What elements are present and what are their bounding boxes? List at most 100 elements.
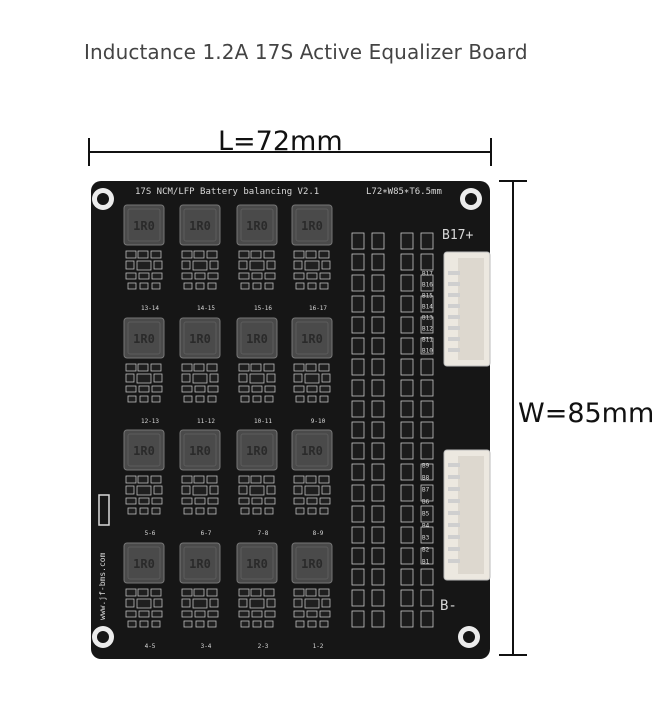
smd-component bbox=[125, 610, 137, 618]
resistor bbox=[400, 442, 414, 460]
smd-component bbox=[125, 250, 137, 259]
resistor bbox=[371, 463, 385, 481]
smd-component bbox=[194, 385, 206, 393]
resistor bbox=[351, 358, 365, 376]
resistor bbox=[420, 421, 434, 439]
smd-component bbox=[264, 610, 276, 618]
product-caption: Inductance 1.2A 17S Active Equalizer Boa… bbox=[84, 40, 528, 64]
smd-component bbox=[137, 475, 149, 484]
smd-component bbox=[251, 272, 263, 280]
inductor-label: 1R0 bbox=[301, 219, 323, 233]
resistor bbox=[351, 484, 365, 502]
resistor bbox=[420, 589, 434, 607]
smd-component bbox=[125, 385, 137, 393]
resistor bbox=[420, 484, 434, 502]
smd-component bbox=[139, 620, 149, 628]
resistor bbox=[371, 379, 385, 397]
smd-component bbox=[238, 373, 248, 383]
smd-component bbox=[319, 610, 331, 618]
side-silkscreen: www.jf-bms.com bbox=[98, 552, 107, 620]
smd-component bbox=[293, 598, 303, 608]
inductor bbox=[236, 542, 278, 584]
connector-pin bbox=[448, 499, 460, 503]
smd-component bbox=[295, 395, 305, 403]
resistor bbox=[400, 316, 414, 334]
smd-component bbox=[293, 485, 303, 495]
inductor bbox=[179, 542, 221, 584]
resistor bbox=[371, 610, 385, 628]
resistor bbox=[371, 232, 385, 250]
smd-component bbox=[306, 385, 318, 393]
smd-component bbox=[238, 475, 250, 484]
smd-component bbox=[138, 272, 150, 280]
resistor bbox=[351, 421, 365, 439]
smd-component bbox=[127, 620, 137, 628]
pin-label: B13 bbox=[422, 315, 433, 322]
smd-component bbox=[183, 395, 193, 403]
pin-label: B15 bbox=[422, 293, 433, 300]
smd-component bbox=[136, 485, 152, 496]
resistor bbox=[400, 232, 414, 250]
smd-component bbox=[206, 363, 218, 372]
smd-component bbox=[307, 620, 317, 628]
inductor-label: 1R0 bbox=[301, 557, 323, 571]
resistor bbox=[371, 316, 385, 334]
resistor bbox=[400, 400, 414, 418]
resistor bbox=[400, 421, 414, 439]
smd-component bbox=[249, 598, 265, 609]
connector-pin bbox=[448, 293, 460, 297]
smd-component bbox=[127, 507, 137, 515]
smd-component bbox=[238, 497, 250, 505]
smd-component bbox=[306, 610, 318, 618]
smd-component bbox=[125, 363, 137, 372]
width-dimension-line bbox=[499, 180, 527, 656]
smd-component bbox=[321, 373, 331, 383]
resistor bbox=[351, 526, 365, 544]
smd-component bbox=[319, 282, 329, 290]
connector-pin bbox=[448, 559, 460, 563]
resistor bbox=[400, 547, 414, 565]
inductor bbox=[291, 204, 333, 246]
smd-component bbox=[137, 588, 149, 597]
resistor bbox=[351, 400, 365, 418]
resistor bbox=[420, 526, 434, 544]
smd-component bbox=[319, 272, 331, 280]
smd-component bbox=[195, 282, 205, 290]
smd-component bbox=[153, 598, 163, 608]
connector-pin bbox=[448, 475, 460, 479]
smd-component bbox=[293, 363, 305, 372]
smd-component bbox=[295, 507, 305, 515]
resistor bbox=[351, 589, 365, 607]
smd-component bbox=[250, 475, 262, 484]
smd-component bbox=[293, 260, 303, 270]
smd-component bbox=[321, 485, 331, 495]
smd-component bbox=[181, 272, 193, 280]
smd-component bbox=[293, 588, 305, 597]
smd-component bbox=[181, 610, 193, 618]
smd-component bbox=[263, 363, 275, 372]
smd-component bbox=[137, 250, 149, 259]
resistor bbox=[400, 295, 414, 313]
smd-component bbox=[207, 497, 219, 505]
resistor bbox=[420, 568, 434, 586]
pin-label: B12 bbox=[422, 326, 433, 333]
header-silkscreen: 17S NCM/LFP Battery balancing V2.1 bbox=[135, 187, 319, 197]
cell-pair-label: 4-5 bbox=[145, 643, 156, 650]
inductor bbox=[123, 204, 165, 246]
smd-component bbox=[266, 598, 276, 608]
mounting-holes bbox=[92, 188, 482, 648]
smd-component bbox=[209, 485, 219, 495]
smd-component bbox=[151, 497, 163, 505]
resistor bbox=[351, 295, 365, 313]
cell-pair-label: 11-12 bbox=[197, 418, 215, 425]
smd-component bbox=[319, 620, 329, 628]
smd-component bbox=[181, 385, 193, 393]
smd-component bbox=[238, 610, 250, 618]
smd-component bbox=[153, 485, 163, 495]
smd-component bbox=[293, 610, 305, 618]
